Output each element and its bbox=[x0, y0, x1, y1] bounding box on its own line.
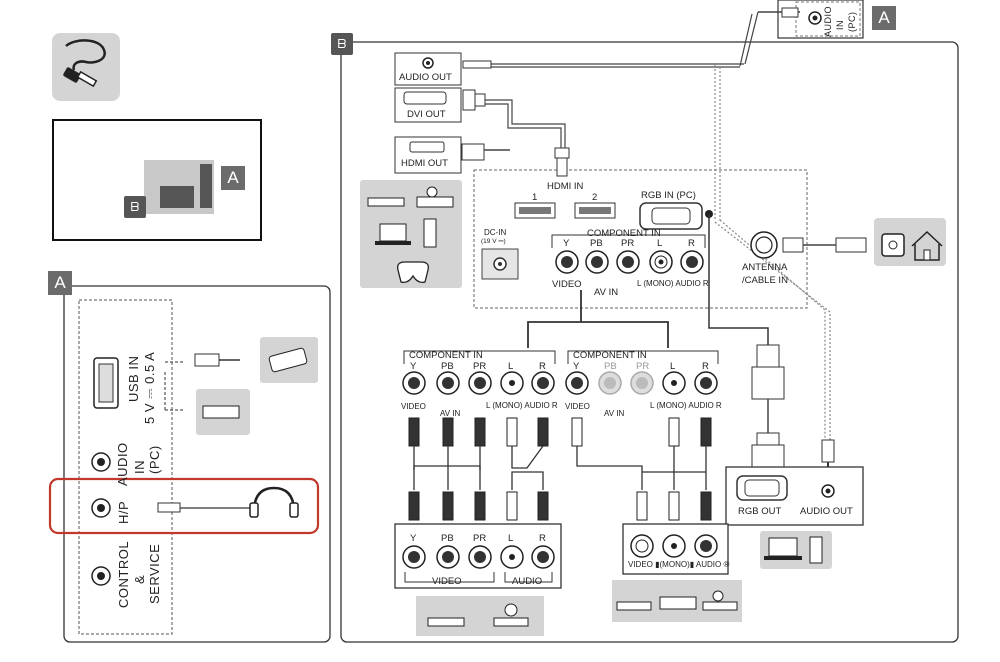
main-panel-frame bbox=[340, 41, 959, 643]
b2-port-y: Y bbox=[573, 361, 580, 372]
tv-port-pr: PR bbox=[621, 238, 635, 249]
audio-in-pc-1: AUDIO bbox=[115, 442, 130, 486]
ext-port-pb: PB bbox=[441, 533, 454, 544]
amp-label: & bbox=[132, 574, 147, 584]
breakout2-video: VIDEO bbox=[565, 402, 590, 411]
b1-port-l: L bbox=[508, 361, 514, 372]
usb-in-label: USB IN bbox=[126, 355, 141, 402]
component-device-icons bbox=[416, 596, 544, 636]
breakout2-mono-audio: L (MONO) AUDIO R bbox=[650, 401, 722, 410]
ext-port-r: R bbox=[539, 533, 546, 544]
tv-av-in-label: AV IN bbox=[594, 287, 619, 298]
pc-audio-out-label: AUDIO OUT bbox=[800, 506, 853, 517]
tv-component-in-label: COMPONENT IN bbox=[587, 228, 661, 239]
hdmi-port-1: 1 bbox=[532, 192, 538, 203]
breakout1-video: VIDEO bbox=[401, 402, 426, 411]
tv-port-l: L bbox=[657, 238, 663, 249]
breakout1-av-in: AV IN bbox=[440, 409, 461, 418]
breakout2-component-in: COMPONENT IN bbox=[573, 350, 647, 361]
breakout1-mono-audio: L (MONO) AUDIO R bbox=[486, 401, 558, 410]
usb-power-label: 5 V ⎓ 0.5 A bbox=[142, 351, 157, 424]
b2-port-r: R bbox=[702, 361, 709, 372]
dvi-out-label: DVI OUT bbox=[407, 109, 446, 120]
top-jack-label-1: AUDIO bbox=[823, 5, 833, 37]
b2-port-pb: PB bbox=[604, 361, 617, 372]
cable-icon-bg bbox=[52, 33, 120, 101]
side-jack-strip bbox=[78, 299, 173, 635]
ext-port-y: Y bbox=[410, 533, 417, 544]
tv-port-y: Y bbox=[563, 238, 570, 249]
antenna-label-2: /CABLE IN bbox=[742, 275, 788, 286]
hp-highlight bbox=[48, 477, 320, 535]
top-jack-label-2: IN bbox=[835, 20, 845, 30]
tv-port-panel bbox=[473, 169, 808, 309]
tag-a-top: A bbox=[872, 6, 896, 30]
audio-in-pc-3: (PC) bbox=[147, 445, 162, 474]
hdmi-in-label: HDMI IN bbox=[547, 181, 584, 192]
tag-a-main: A bbox=[48, 271, 72, 295]
b1-port-pb: PB bbox=[441, 361, 454, 372]
pc-rgb-out-label: RGB OUT bbox=[738, 506, 782, 517]
tag-a-thumb: A bbox=[221, 166, 245, 190]
tv-mono-audio-label: L (MONO) AUDIO R bbox=[637, 279, 709, 288]
breakout2-av-in: AV IN bbox=[604, 409, 625, 418]
audio-in-pc-2: IN bbox=[132, 460, 147, 474]
b1-port-pr: PR bbox=[473, 361, 487, 372]
top-jack-label-3: (PC) bbox=[847, 11, 857, 33]
hdmi-out-label: HDMI OUT bbox=[401, 158, 448, 169]
tag-b-main: ᗷ bbox=[331, 33, 353, 55]
ext-port-l: L bbox=[508, 533, 514, 544]
service-label: SERVICE bbox=[147, 543, 162, 604]
b1-port-y: Y bbox=[410, 361, 417, 372]
dc-in-label: DC-IN bbox=[484, 228, 507, 237]
ext-audio-label: AUDIO bbox=[512, 576, 543, 587]
antenna-label-1: ANTENNA bbox=[742, 262, 788, 273]
b2-port-l: L bbox=[670, 361, 676, 372]
breakout1-component-in: COMPONENT IN bbox=[409, 350, 483, 361]
ext-video-label: VIDEO bbox=[432, 576, 462, 587]
b1-port-r: R bbox=[539, 361, 546, 372]
dc-in-spec: (19 V ⎓) bbox=[481, 238, 506, 245]
control-label: CONTROL bbox=[116, 540, 131, 608]
ext-av-label: VIDEO ▮(MONO)▮ AUDIO ® bbox=[628, 560, 730, 569]
tag-b-thumb: ᗷ bbox=[124, 196, 146, 218]
audio-out-label: AUDIO OUT bbox=[399, 72, 452, 83]
b2-port-pr: PR bbox=[636, 361, 650, 372]
left-panel-frame bbox=[63, 285, 331, 643]
tv-port-r: R bbox=[688, 238, 695, 249]
tv-port-pb: PB bbox=[590, 238, 603, 249]
rgb-in-pc-label: RGB IN (PC) bbox=[641, 190, 696, 201]
ext-port-pr: PR bbox=[473, 533, 487, 544]
tv-video-label: VIDEO bbox=[552, 279, 582, 290]
hp-label: H/P bbox=[116, 500, 131, 524]
hdmi-port-2: 2 bbox=[592, 192, 598, 203]
